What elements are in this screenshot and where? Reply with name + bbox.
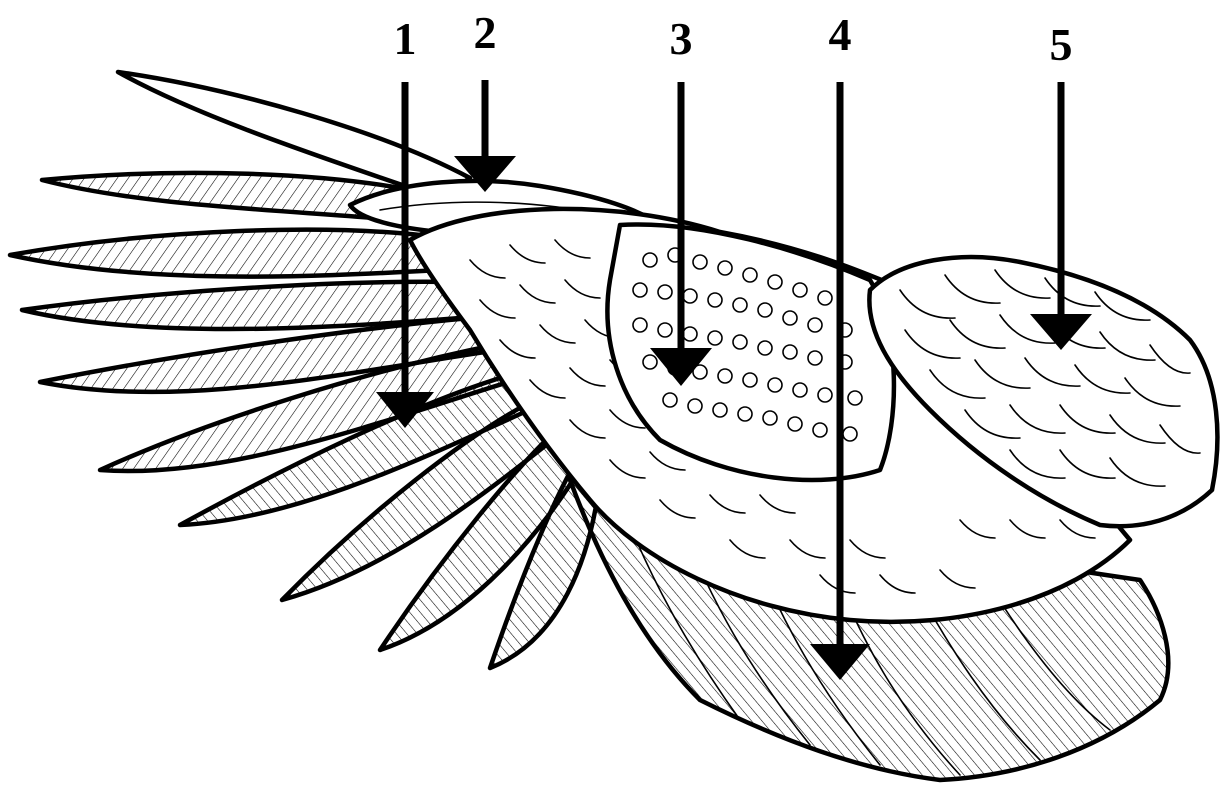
label-3: 3 bbox=[670, 13, 693, 64]
number-labels: 1 2 3 4 5 bbox=[394, 7, 1073, 70]
label-5: 5 bbox=[1050, 19, 1073, 70]
label-1: 1 bbox=[394, 13, 417, 64]
label-2: 2 bbox=[474, 7, 497, 58]
label-4: 4 bbox=[829, 9, 852, 60]
